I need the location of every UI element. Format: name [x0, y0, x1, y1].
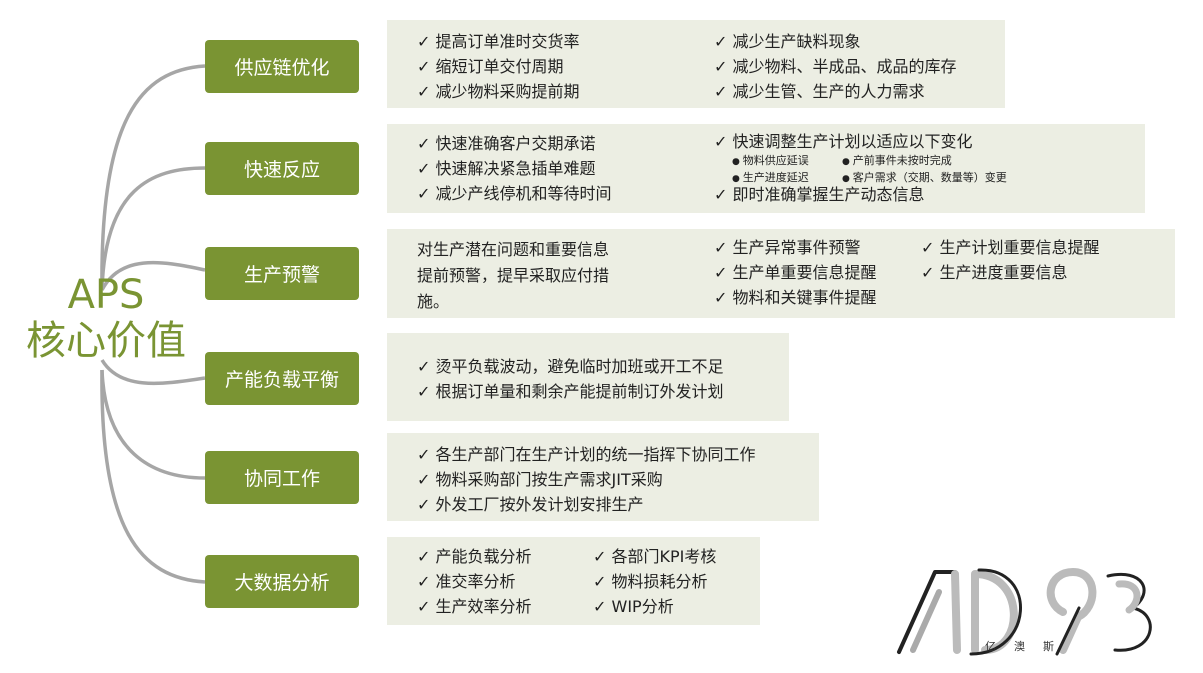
sub-item: 物料供应延误: [732, 153, 842, 170]
list-item: 生产异常事件预警: [714, 235, 877, 260]
core-title-value: 核心价值: [26, 318, 186, 364]
sub-item: 客户需求（交期、数量等）变更: [842, 171, 1007, 184]
list-item: 物料损耗分析: [593, 569, 716, 594]
list-item: 准交率分析: [417, 569, 532, 594]
panel-collaboration: 各生产部门在生产计划的统一指挥下协同工作 物料采购部门按生产需求JIT采购 外发…: [387, 433, 819, 521]
list-item: 减少生产缺料现象: [714, 29, 957, 54]
list-item: 生产进度重要信息: [921, 260, 1100, 285]
panel-quick-response: 快速准确客户交期承诺 快速解决紧急插单难题 减少产线停机和等待时间 快速调整生产…: [387, 124, 1145, 213]
list-item: 快速调整生产计划以适应以下变化: [714, 129, 973, 154]
list-item: 减少物料、半成品、成品的库存: [714, 54, 957, 79]
logo-text: 亿澳斯: [985, 640, 1072, 653]
node-production-warning: 生产预警: [205, 247, 359, 300]
core-value-title: APS 核心价值: [8, 272, 204, 364]
node-capacity-balance: 产能负载平衡: [205, 352, 359, 405]
panel-capacity-balance: 烫平负载波动，避免临时加班或开工不足 根据订单量和剩余产能提前制订外发计划: [387, 333, 789, 421]
list-item: 各生产部门在生产计划的统一指挥下协同工作: [417, 442, 756, 467]
list-item: 减少生管、生产的人力需求: [714, 79, 957, 104]
list-item: 生产单重要信息提醒: [714, 260, 877, 285]
sub-list: 物料供应延误产前事件未按时完成 生产进度延迟客户需求（交期、数量等）变更: [732, 153, 1007, 187]
list-item: 缩短订单交付周期: [417, 54, 580, 79]
logo-mark-icon: [897, 568, 1152, 656]
list-item: 物料采购部门按生产需求JIT采购: [417, 467, 756, 492]
core-title-aps: APS: [67, 272, 145, 318]
panel-production-warning: 对生产潜在问题和重要信息提前预警，提早采取应付措施。 生产异常事件预警 生产单重…: [387, 229, 1175, 318]
company-logo: 亿澳斯: [893, 562, 1193, 666]
list-item: 各部门KPI考核: [593, 544, 717, 569]
node-big-data: 大数据分析: [205, 555, 359, 608]
list-item: 产能负载分析: [417, 544, 532, 569]
list-item: 减少产线停机和等待时间: [417, 181, 612, 206]
sub-item: 产前事件未按时完成: [842, 154, 952, 167]
list-item: 提高订单准时交货率: [417, 29, 580, 54]
panel-supply-chain: 提高订单准时交货率 缩短订单交付周期 减少物料采购提前期 减少生产缺料现象 减少…: [387, 20, 1005, 108]
node-quick-response: 快速反应: [205, 142, 359, 195]
list-item: 物料和关键事件提醒: [714, 285, 877, 310]
node-collaboration: 协同工作: [205, 451, 359, 504]
node-supply-chain: 供应链优化: [205, 40, 359, 93]
list-item: WIP分析: [593, 594, 716, 619]
list-item: 生产计划重要信息提醒: [921, 235, 1100, 260]
sub-item: 生产进度延迟: [732, 170, 842, 187]
list-item: 快速解决紧急插单难题: [417, 156, 612, 181]
list-item: 外发工厂按外发计划安排生产: [417, 492, 756, 517]
warning-description: 对生产潜在问题和重要信息提前预警，提早采取应付措施。: [417, 240, 610, 311]
panel-big-data: 产能负载分析 准交率分析 生产效率分析 各部门KPI考核 物料损耗分析 WIP分…: [387, 537, 760, 625]
list-item: 烫平负载波动，避免临时加班或开工不足: [417, 354, 724, 379]
list-item: 即时准确掌握生产动态信息: [714, 182, 925, 207]
list-item: 快速准确客户交期承诺: [417, 131, 612, 156]
list-item: 生产效率分析: [417, 594, 532, 619]
list-item: 减少物料采购提前期: [417, 79, 580, 104]
list-item: 根据订单量和剩余产能提前制订外发计划: [417, 379, 724, 404]
